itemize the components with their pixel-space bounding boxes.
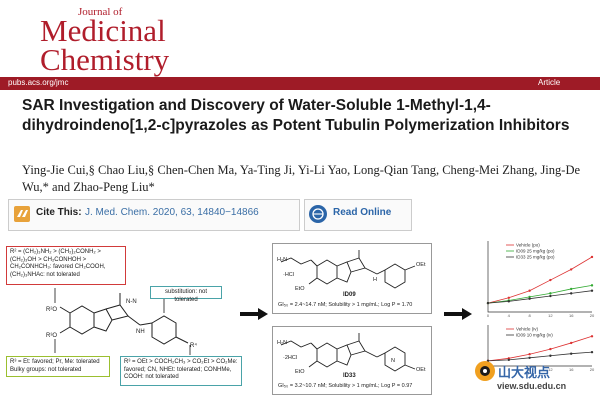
svg-text:EtO: EtO [295,286,305,292]
compound-id09-name: ID09 [343,292,356,298]
data-point [549,347,552,351]
data-point [507,296,510,299]
data-point [590,255,594,259]
data-point [590,335,594,338]
svg-text:N-N: N-N [126,299,137,305]
data-point [570,268,573,271]
data-point [549,294,552,298]
data-point [528,289,531,292]
watermark-logo-icon [475,361,495,381]
watermark-url: view.sdu.edu.cn [497,381,567,391]
compound-id09-data: GI₅₀ = 2.4~14.7 nM; Solubility > 1 mg/mL… [278,302,413,308]
x-tick-label: 8 [528,367,531,372]
compound-id09-salt: ·HCl [283,272,294,278]
x-tick-label: 12 [548,313,553,318]
data-point [486,301,490,305]
read-online-label: Read Online [333,207,392,218]
svg-text:NH: NH [136,329,145,335]
legend-label: Vehicle (po) [516,243,540,248]
x-tick-label: 12 [548,367,553,372]
svg-text:R³O: R³O [46,333,57,339]
x-tick-label: 20 [590,367,595,372]
series-line [487,335,593,362]
arrow-right-icon [240,308,268,320]
journal-prefix: Journal of [78,6,123,18]
x-tick-label: 4 [508,367,511,372]
legend-label: Vehicle (iv) [516,327,539,332]
read-online-button[interactable] [304,199,412,231]
sar-r2-box: R² = (CH₂)₃NH₂ > (CH₂)₂CONH₂ > (CH₂)₃OH … [6,246,126,285]
svg-text:H: H [373,277,377,283]
cite-label: Cite This: [36,207,82,218]
compound-id33-salt: ·2HCl [283,355,298,361]
compound-id33-name: ID33 [343,373,356,379]
data-point [570,287,573,291]
journal-name-line2: Chemistry [40,42,170,77]
sar-scaffold-structure: R²O R³O R⁴ N-N NH [46,288,197,355]
journal-bar [0,77,600,90]
data-point [570,352,573,355]
x-tick-label: 8 [528,313,531,318]
sar-r4-box: R³ = OEt > COCH₂CH₃ > CO₂Et > CO₂Me: fav… [120,356,242,386]
globe-icon [309,205,327,223]
compound-id33-data: GI₅₀ = 3.2~10.7 nM; Solubility > 1 mg/mL… [278,383,413,389]
data-point [590,289,594,292]
watermark-text: 山大视点 [498,365,551,380]
data-point [570,341,573,345]
data-point [528,356,531,359]
data-point [528,353,531,356]
legend-label: ID09 25 mg/kg (po) [516,249,555,254]
series-line [487,256,593,304]
data-point [507,300,510,303]
x-tick-label: 20 [590,313,595,318]
journal-name-line1: Medicinal [40,13,166,48]
data-point [528,295,531,299]
svg-text:R⁴: R⁴ [190,342,197,349]
sar-r3-box: R³ = Et: favored; Pr, Me: tolerated Bulk… [6,356,110,377]
data-point [590,350,594,354]
data-point [549,354,552,357]
svg-text:OEt: OEt [416,367,426,373]
svg-text:H₂N: H₂N [277,257,287,263]
svg-text:R²O: R²O [46,307,57,313]
data-point [549,292,552,295]
data-point [528,297,531,300]
series-line [487,290,593,304]
svg-text:OEt: OEt [416,262,426,268]
compound-id33-structure: H₂N EtO OEt N [277,333,426,375]
data-point [549,278,552,282]
quote-icon [14,206,30,222]
svg-text:N: N [391,358,395,364]
compound-id33-panel: H₂N EtO OEt N ·2HCl ID33 GI₅₀ = 3.2~10.7… [272,326,432,395]
tumor-chart-po: Vehicle (po)ID09 25 mg/kg (po)ID33 25 mg… [486,241,595,318]
svg-text:EtO: EtO [295,369,305,375]
x-tick-label: 4 [508,313,511,318]
arrow-right-icon [444,308,472,320]
data-point [590,284,594,287]
data-point [570,292,573,295]
series-line [487,284,593,304]
compound-id09-panel: H₂N EtO OEt H ·HCl ID09 GI₅₀ = 2.4~14.7 … [272,243,432,314]
cite-box[interactable] [8,199,300,231]
author-list: Ying-Jie Cui,§ Chao Liu,§ Chen-Chen Ma, … [22,163,581,194]
data-point [507,358,510,362]
compound-id09-structure: H₂N EtO OEt H [277,250,426,292]
article-type-badge: Article [538,78,561,87]
journal-url-link[interactable]: pubs.acs.org/jmc [8,78,69,87]
series-line [487,351,593,362]
legend-label: ID09 10 mg/kg (iv) [516,333,553,338]
legend-label: ID33 25 mg/kg (po) [516,255,555,260]
citation-link[interactable]: J. Med. Chem. 2020, 63, 14840−14866 [85,207,259,218]
x-tick-label: 16 [569,313,574,318]
chart-axes [487,241,592,313]
svg-text:H₂N: H₂N [277,340,287,346]
x-tick-label: 0 [487,313,490,318]
x-tick-label: 16 [569,367,574,372]
paper-title: SAR Investigation and Discovery of Water… [22,97,570,134]
sar-substitution-box: substitution: not tolerated [150,286,222,303]
